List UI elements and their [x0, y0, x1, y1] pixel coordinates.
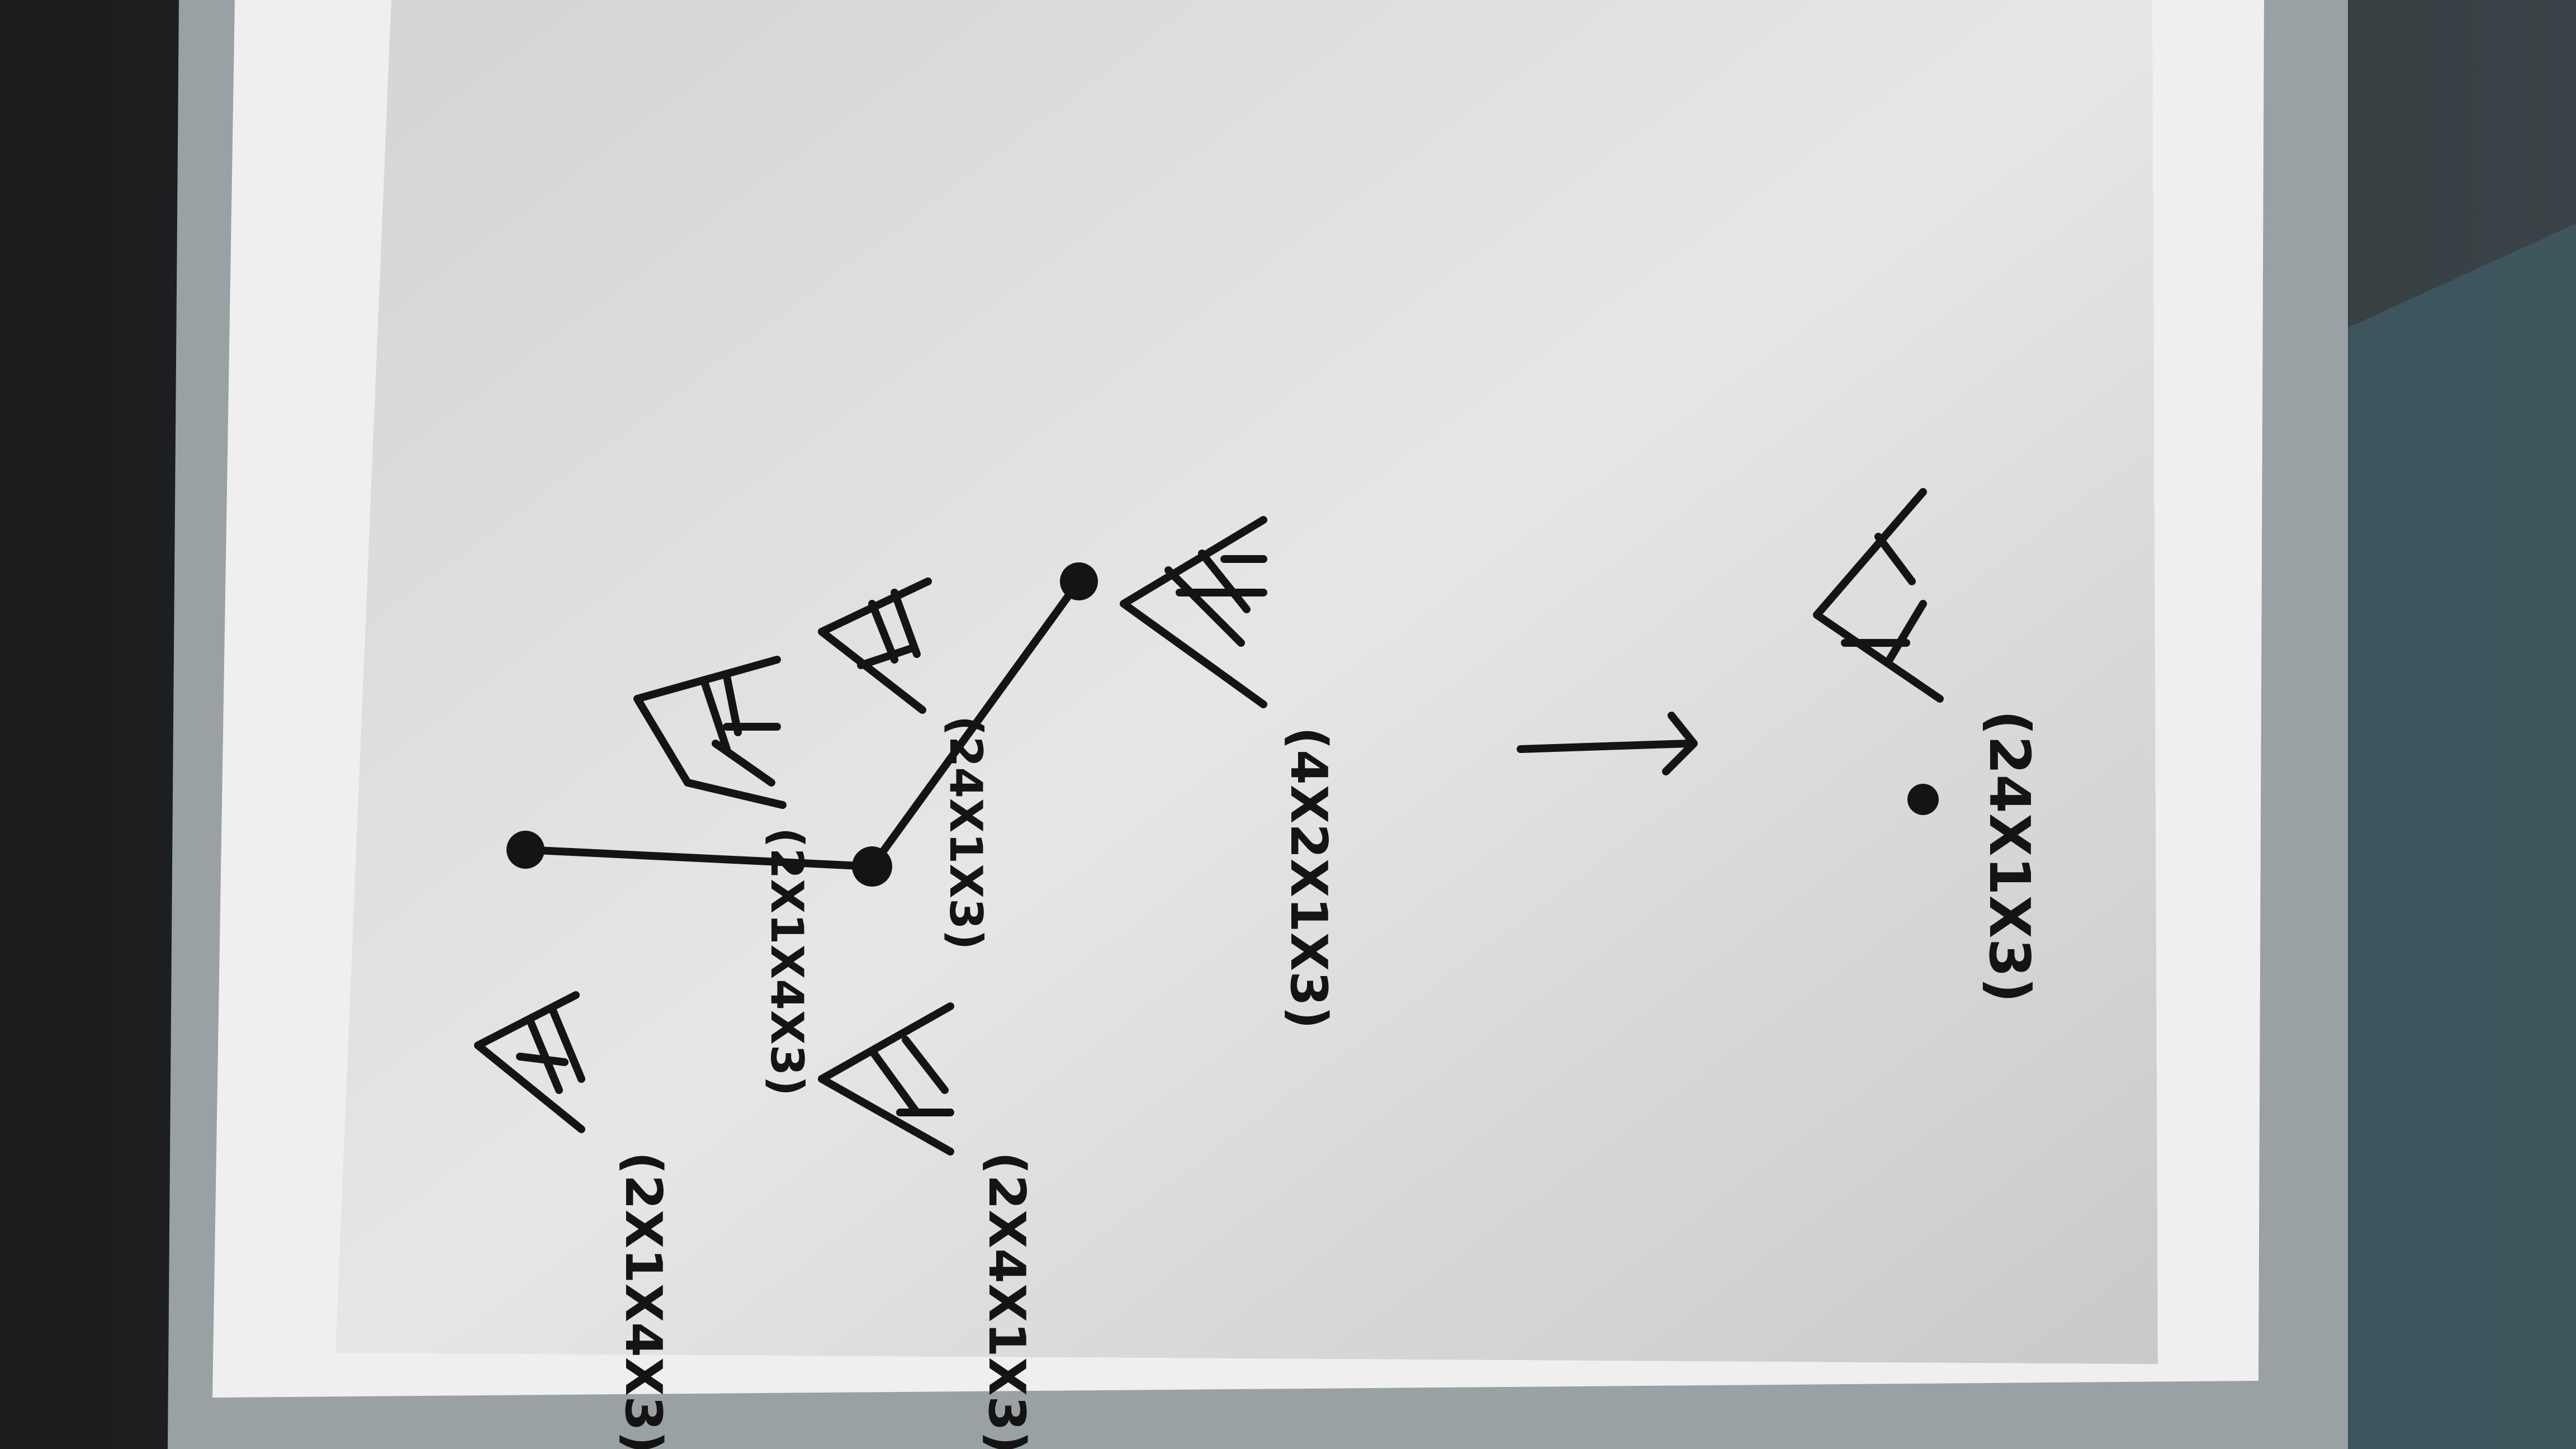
dot-1	[506, 831, 544, 869]
tree-top-mid	[633, 656, 787, 809]
label-bottom: (24X1X3)	[1977, 710, 2042, 1003]
label-top-right: (24X1X3)	[940, 716, 992, 950]
arrow-head	[1662, 712, 1698, 775]
tree-top-left	[474, 991, 585, 1133]
label-top-mid: (2X1X4X3)	[761, 827, 813, 1096]
drawings	[474, 488, 1944, 1156]
arrow-line	[1517, 740, 1692, 753]
tree-bottom	[1813, 488, 1944, 703]
board-surface	[335, 0, 2158, 1364]
tree-top-right	[818, 577, 932, 714]
dot-2	[852, 846, 892, 887]
label-mid-right: (4X2X1X3)	[1279, 727, 1338, 1029]
tree-mid-left	[818, 1002, 954, 1156]
dot-3	[1060, 562, 1098, 600]
dot-4	[1907, 784, 1939, 815]
tree-mid-right	[1120, 516, 1267, 708]
label-top-left: (2X1X4X3)	[614, 1152, 673, 1449]
edge-2	[868, 577, 1083, 870]
label-mid-left: (2X4X1X3)	[977, 1152, 1036, 1449]
edge-1	[522, 846, 876, 870]
